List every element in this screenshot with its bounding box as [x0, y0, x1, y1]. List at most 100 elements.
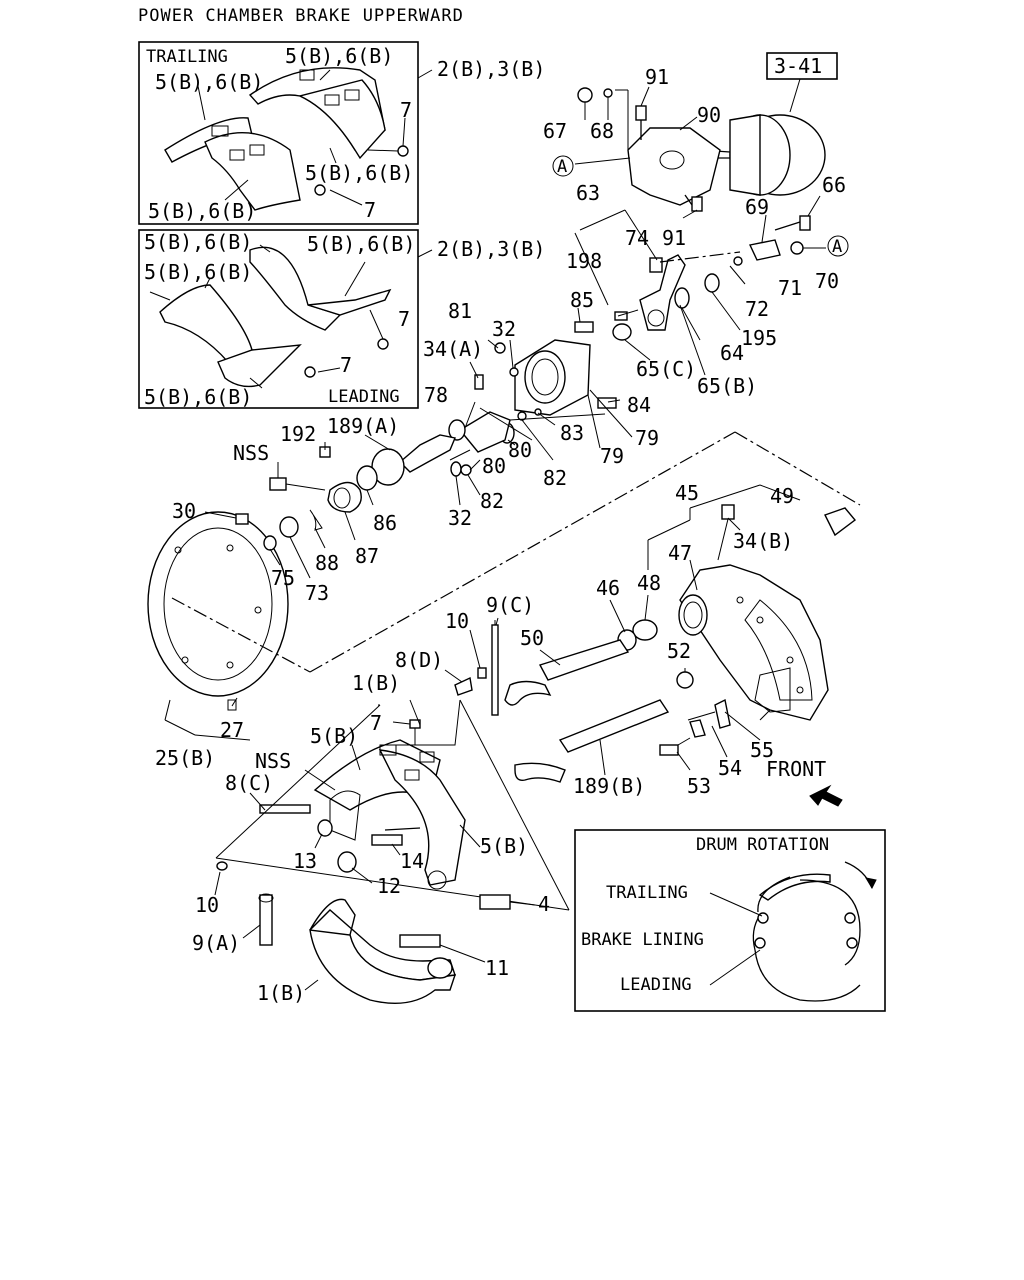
leading-lining-upper [249, 246, 342, 331]
callout-86: 86 [373, 511, 397, 535]
front-label: FRONT [766, 757, 826, 781]
callout-45: 45 [675, 481, 699, 505]
callout-74: 74 [625, 226, 649, 250]
callout-75: 75 [271, 566, 295, 590]
trailing-lining-lower [204, 132, 301, 211]
callout-12: 12 [377, 874, 401, 898]
callout-78: 78 [424, 383, 448, 407]
power-chamber-group: 3-41 A [552, 52, 838, 212]
leading-caption: LEADING [328, 387, 400, 407]
drum-trailing-label: TRAILING [606, 883, 688, 903]
callout-70: 70 [815, 269, 839, 293]
drum-rotation-panel: DRUM ROTATION TRAILING BRAKE LINING LEAD… [574, 829, 886, 1012]
trailing-group-label: 2(B),3(B) [437, 57, 545, 81]
camshaft-short [538, 639, 630, 681]
callout-27: 27 [220, 718, 244, 742]
callout-34b: 34(B) [733, 529, 793, 553]
callout-32-a: 32 [492, 317, 516, 341]
callout-189a: 189(A) [327, 414, 399, 438]
callout-63: 63 [576, 181, 600, 205]
leading-label-4: 7 [340, 353, 352, 377]
callout-55: 55 [750, 738, 774, 762]
callout-66: 66 [822, 173, 846, 197]
callout-83: 83 [560, 421, 584, 445]
callout-195: 195 [741, 326, 777, 350]
callout-8c: 8(C) [225, 771, 273, 795]
callout-69: 69 [745, 195, 769, 219]
trailing-label-0: 5(B),6(B) [285, 44, 393, 68]
camshaft-support-group [269, 321, 617, 531]
trailing-shoe-panel: TRAILING 2(B),3(B) 5(B),6(B) 5(B),6(B) 7… [138, 41, 545, 225]
callout-47: 47 [668, 541, 692, 565]
callout-65b: 65(B) [697, 374, 757, 398]
drum-brake-lining-label: BRAKE LINING [581, 930, 704, 950]
leading-label-3: 7 [398, 307, 410, 331]
callout-91-a: 91 [645, 65, 669, 89]
callout-34a: 34(A) [423, 337, 483, 361]
callout-14: 14 [400, 849, 424, 873]
leading-label-0: 5(B),6(B) [144, 230, 252, 254]
callout-9c: 9(C) [486, 593, 534, 617]
backing-plate [147, 431, 861, 711]
callout-10-a: 10 [445, 609, 469, 633]
pin-9a [259, 894, 273, 946]
leading-label-2: 5(B),6(B) [144, 260, 252, 284]
callout-87: 87 [355, 544, 379, 568]
leader-lines [164, 86, 821, 991]
callout-NSS-2: NSS [255, 749, 291, 773]
callout-79-a: 79 [635, 426, 659, 450]
trailing-label-1: 5(B),6(B) [155, 70, 263, 94]
callout-32-b: 32 [448, 506, 472, 530]
trailing-label-5: 7 [364, 198, 376, 222]
callout-9a: 9(A) [192, 931, 240, 955]
callout-85: 85 [570, 288, 594, 312]
callout-1b-1: 1(B) [352, 671, 400, 695]
front-arrow: FRONT [766, 757, 843, 807]
trailing-lining-side [297, 79, 386, 160]
callout-82-b: 82 [480, 489, 504, 513]
chamber-bracket [627, 127, 721, 206]
trailing-label-2: 7 [400, 98, 412, 122]
callout-25b: 25(B) [155, 746, 215, 770]
callout-1b-2: 1(B) [257, 981, 305, 1005]
callout-10-b: 10 [195, 893, 219, 917]
trailing-label-4: 5(B),6(B) [148, 199, 256, 223]
callout-30: 30 [172, 499, 196, 523]
callout-68: 68 [590, 119, 614, 143]
slack-adjuster-group: A [574, 209, 849, 341]
callout-79-b: 79 [600, 444, 624, 468]
callout-49: 49 [770, 484, 794, 508]
callout-73: 73 [305, 581, 329, 605]
callout-81: 81 [448, 299, 472, 323]
callout-65c: 65(C) [636, 357, 696, 381]
callout-80-a: 80 [508, 438, 532, 462]
callout-192: 192 [280, 422, 316, 446]
callout-54: 54 [718, 756, 742, 780]
callouts: 67 68 91 90 66 63 69 74 91 70 71 72 198 … [155, 65, 846, 1005]
callout-53: 53 [687, 774, 711, 798]
callout-11: 11 [485, 956, 509, 980]
trailing-caption: TRAILING [146, 47, 228, 67]
leading-group-label: 2(B),3(B) [437, 237, 545, 261]
callout-A-1: A [557, 157, 567, 177]
callout-91-b: 91 [662, 226, 686, 250]
callout-48: 48 [637, 571, 661, 595]
callout-NSS-1: NSS [233, 441, 269, 465]
camshafts [454, 620, 731, 783]
drum-leading-label: LEADING [620, 975, 692, 995]
callout-8d: 8(D) [395, 648, 443, 672]
leading-shoe-panel: 2(B),3(B) 5(B),6(B) 5(B),6(B) 5(B),6(B) … [138, 229, 545, 409]
trailing-label-3: 5(B),6(B) [305, 161, 413, 185]
callout-46: 46 [596, 576, 620, 600]
callout-90: 90 [697, 103, 721, 127]
ref-box [766, 52, 838, 80]
callout-52: 52 [667, 639, 691, 663]
leading-lining-lower [159, 284, 253, 363]
callout-82-a: 82 [543, 466, 567, 490]
callout-5b-1: 5(B) [310, 724, 358, 748]
callout-A-2: A [832, 237, 842, 257]
callout-7: 7 [370, 711, 382, 735]
callout-5b-2: 5(B) [480, 834, 528, 858]
callout-50: 50 [520, 626, 544, 650]
